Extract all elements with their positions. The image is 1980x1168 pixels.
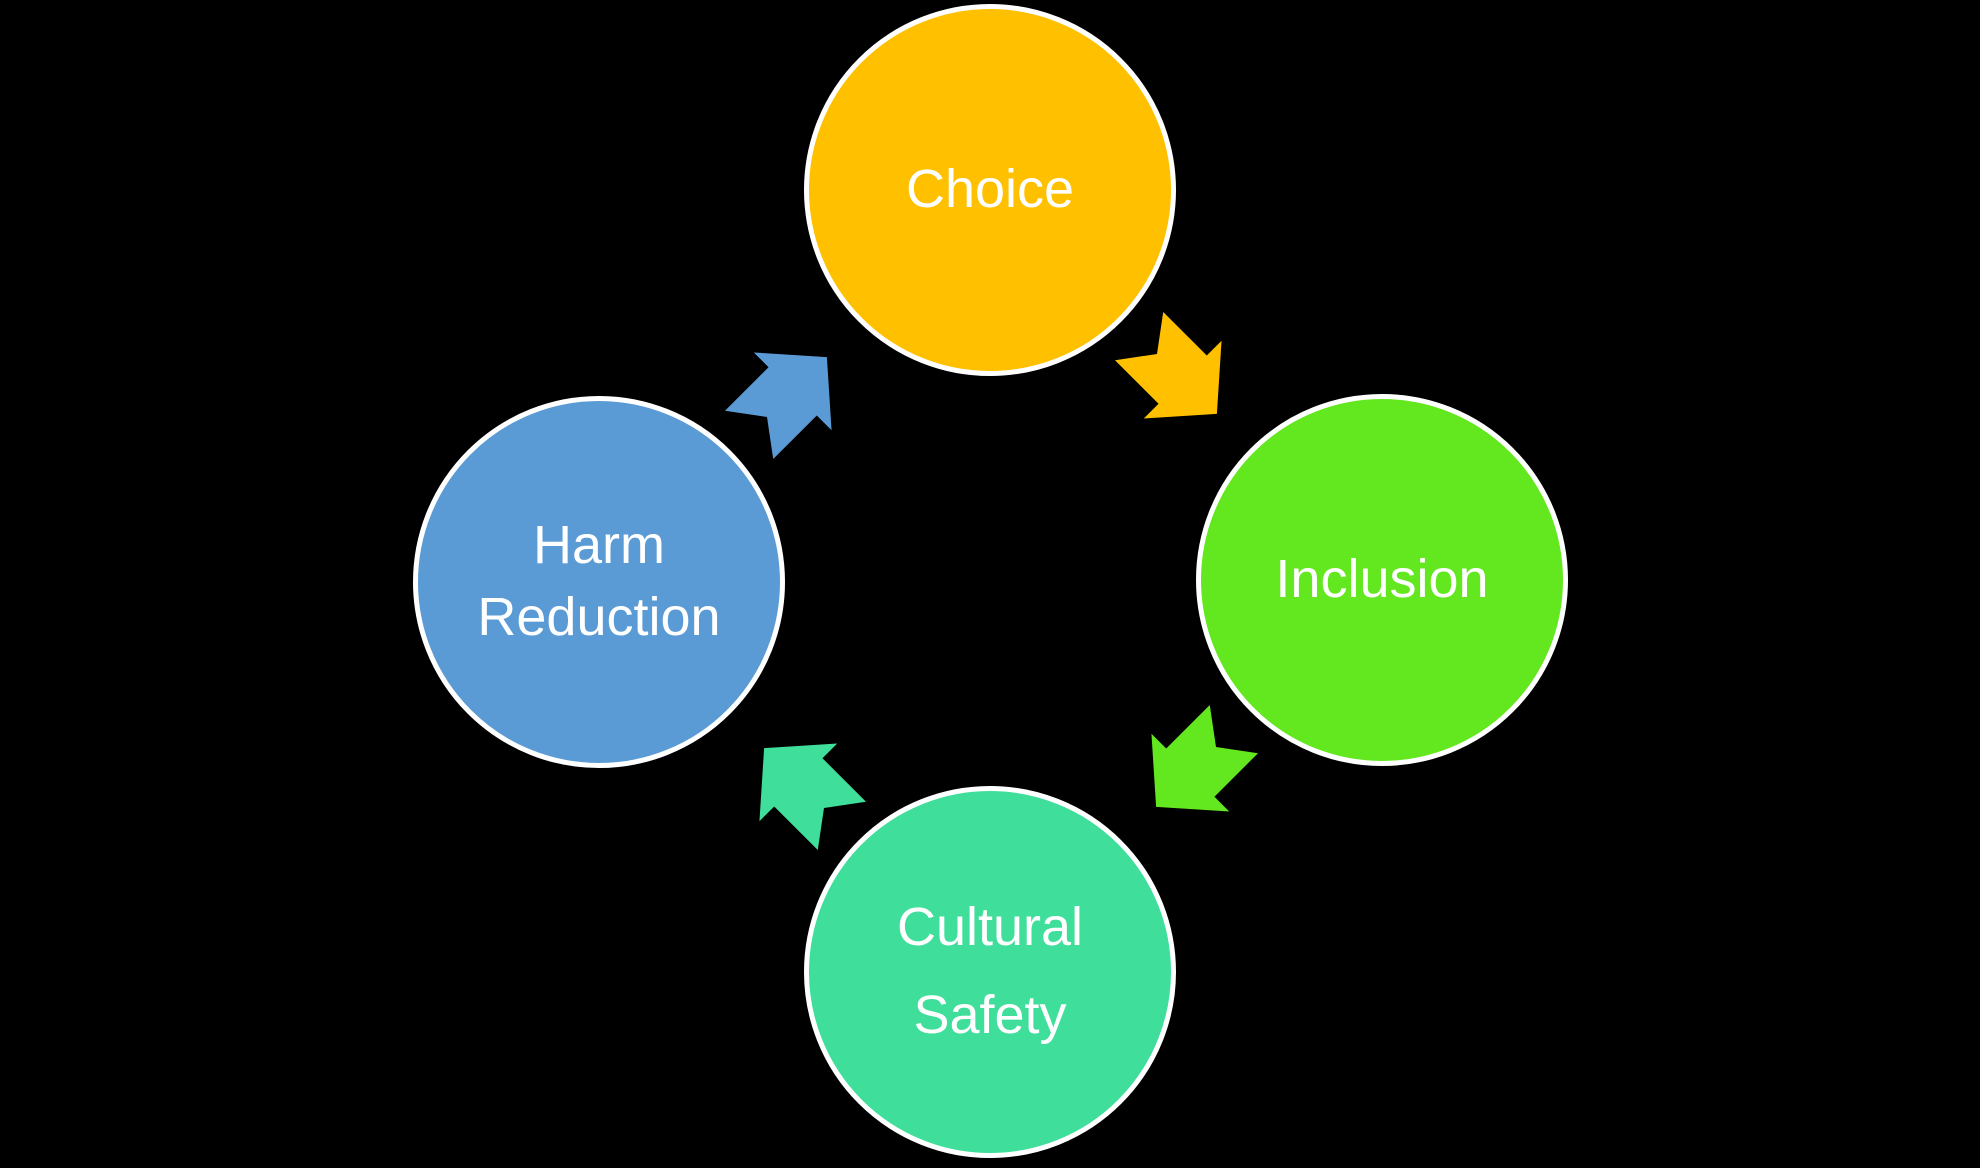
- node-inclusion: Inclusion: [1196, 394, 1568, 766]
- arrow-inclusion-to-cultural-safety-shape: [1151, 704, 1259, 812]
- node-harm-reduction-label-line1: Harm: [533, 515, 665, 576]
- arrow-harm-reduction-to-choice-shape: [724, 352, 832, 460]
- node-harm-reduction: Harm Reduction: [413, 396, 785, 768]
- arrow-cultural-safety-to-harm-reduction-shape: [759, 743, 867, 851]
- arrow-cultural-safety-to-harm-reduction-icon: [759, 743, 867, 851]
- node-choice-label: Choice: [905, 159, 1075, 220]
- node-cultural-safety-label-line2: Safety: [913, 985, 1067, 1045]
- arrow-inclusion-to-cultural-safety-icon: [1151, 704, 1259, 812]
- node-inclusion-label: Inclusion: [1275, 549, 1489, 610]
- node-cultural-safety: Cultural Safety: [804, 786, 1176, 1158]
- arrow-choice-to-inclusion-icon: [1114, 311, 1222, 419]
- node-choice: Choice: [804, 4, 1176, 376]
- arrow-choice-to-inclusion-shape: [1114, 311, 1222, 419]
- arrow-harm-reduction-to-choice-icon: [724, 352, 832, 460]
- node-cultural-safety-label-line1: Cultural: [896, 897, 1084, 958]
- node-harm-reduction-label-line2: Reduction: [477, 587, 721, 647]
